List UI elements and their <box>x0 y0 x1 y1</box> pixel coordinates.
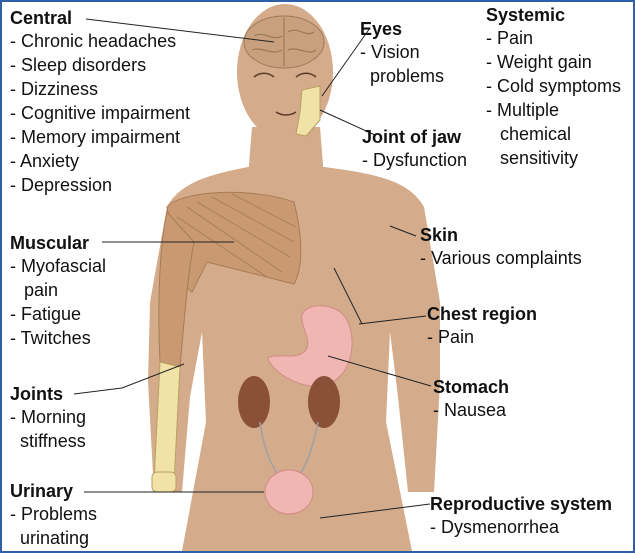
joints-title: Joints <box>10 384 64 404</box>
chest-group: Chest region - Pain <box>427 303 537 349</box>
systemic-title: Systemic <box>486 5 566 25</box>
face-features <box>253 72 317 116</box>
systemic-item: - Weight gain <box>486 52 592 72</box>
reproductive-item: - Dysmenorrhea <box>430 517 560 537</box>
central-item: - Memory impairment <box>10 127 181 147</box>
systemic-group: Systemic - Pain - Weight gain - Cold sym… <box>486 4 621 170</box>
jaw-title: Joint of jaw <box>362 127 461 147</box>
joints-item: - Morning <box>10 407 87 427</box>
central-group: Central - Chronic headaches - Sleep diso… <box>10 7 190 197</box>
skin-title: Skin <box>420 225 459 245</box>
systemic-item: sensitivity <box>500 148 579 168</box>
chest-item: - Pain <box>427 327 475 347</box>
muscular-group: Muscular - Myofascial pain - Fatigue - T… <box>10 232 106 350</box>
stomach-title: Stomach <box>433 377 510 397</box>
central-title: Central <box>10 8 73 28</box>
stomach-icon <box>267 305 353 387</box>
systemic-item: chemical <box>500 124 572 144</box>
central-item: - Depression <box>10 175 113 195</box>
eyes-title: Eyes <box>360 19 403 39</box>
reproductive-group: Reproductive system - Dysmenorrhea <box>430 493 612 539</box>
leader-lines <box>73 18 432 519</box>
reproductive-title: Reproductive system <box>430 494 613 514</box>
urinary-item: urinating <box>20 528 90 548</box>
skin-group: Skin - Various complaints <box>420 224 582 270</box>
joints-group: Joints - Morning stiffness <box>10 383 86 453</box>
brain-icon <box>243 15 325 69</box>
kidney-icon <box>238 376 340 483</box>
skin-item: - Various complaints <box>420 248 582 268</box>
jaw-group: Joint of jaw - Dysfunction <box>362 126 467 172</box>
urinary-item: - Problems <box>10 504 98 524</box>
stomach-item: - Nausea <box>433 400 507 420</box>
chest-title: Chest region <box>427 304 538 324</box>
eyes-item: problems <box>370 66 445 86</box>
jaw-item: - Dysfunction <box>362 150 468 170</box>
jaw-bone-icon <box>295 85 321 137</box>
joints-item: stiffness <box>20 431 86 451</box>
central-item: - Dizziness <box>10 79 99 99</box>
muscular-item: - Myofascial <box>10 256 107 276</box>
stomach-group: Stomach - Nausea <box>433 376 509 422</box>
bladder-icon <box>264 469 314 515</box>
muscular-item: - Fatigue <box>10 304 82 324</box>
muscular-item: pain <box>24 280 59 300</box>
urinary-group: Urinary - Problems urinating <box>10 480 97 550</box>
urinary-title: Urinary <box>10 481 74 501</box>
muscular-item: - Twitches <box>10 328 91 348</box>
central-item: - Anxiety <box>10 151 80 171</box>
central-item: - Sleep disorders <box>10 55 147 75</box>
systemic-item: - Cold symptoms <box>486 76 622 96</box>
central-item: - Cognitive impairment <box>10 103 191 123</box>
eyes-group: Eyes - Vision problems <box>360 18 444 88</box>
eyes-item: - Vision <box>360 42 420 62</box>
muscular-title: Muscular <box>10 233 90 253</box>
systemic-item: - Multiple <box>486 100 560 120</box>
central-item: - Chronic headaches <box>10 31 177 51</box>
systemic-item: - Pain <box>486 28 534 48</box>
